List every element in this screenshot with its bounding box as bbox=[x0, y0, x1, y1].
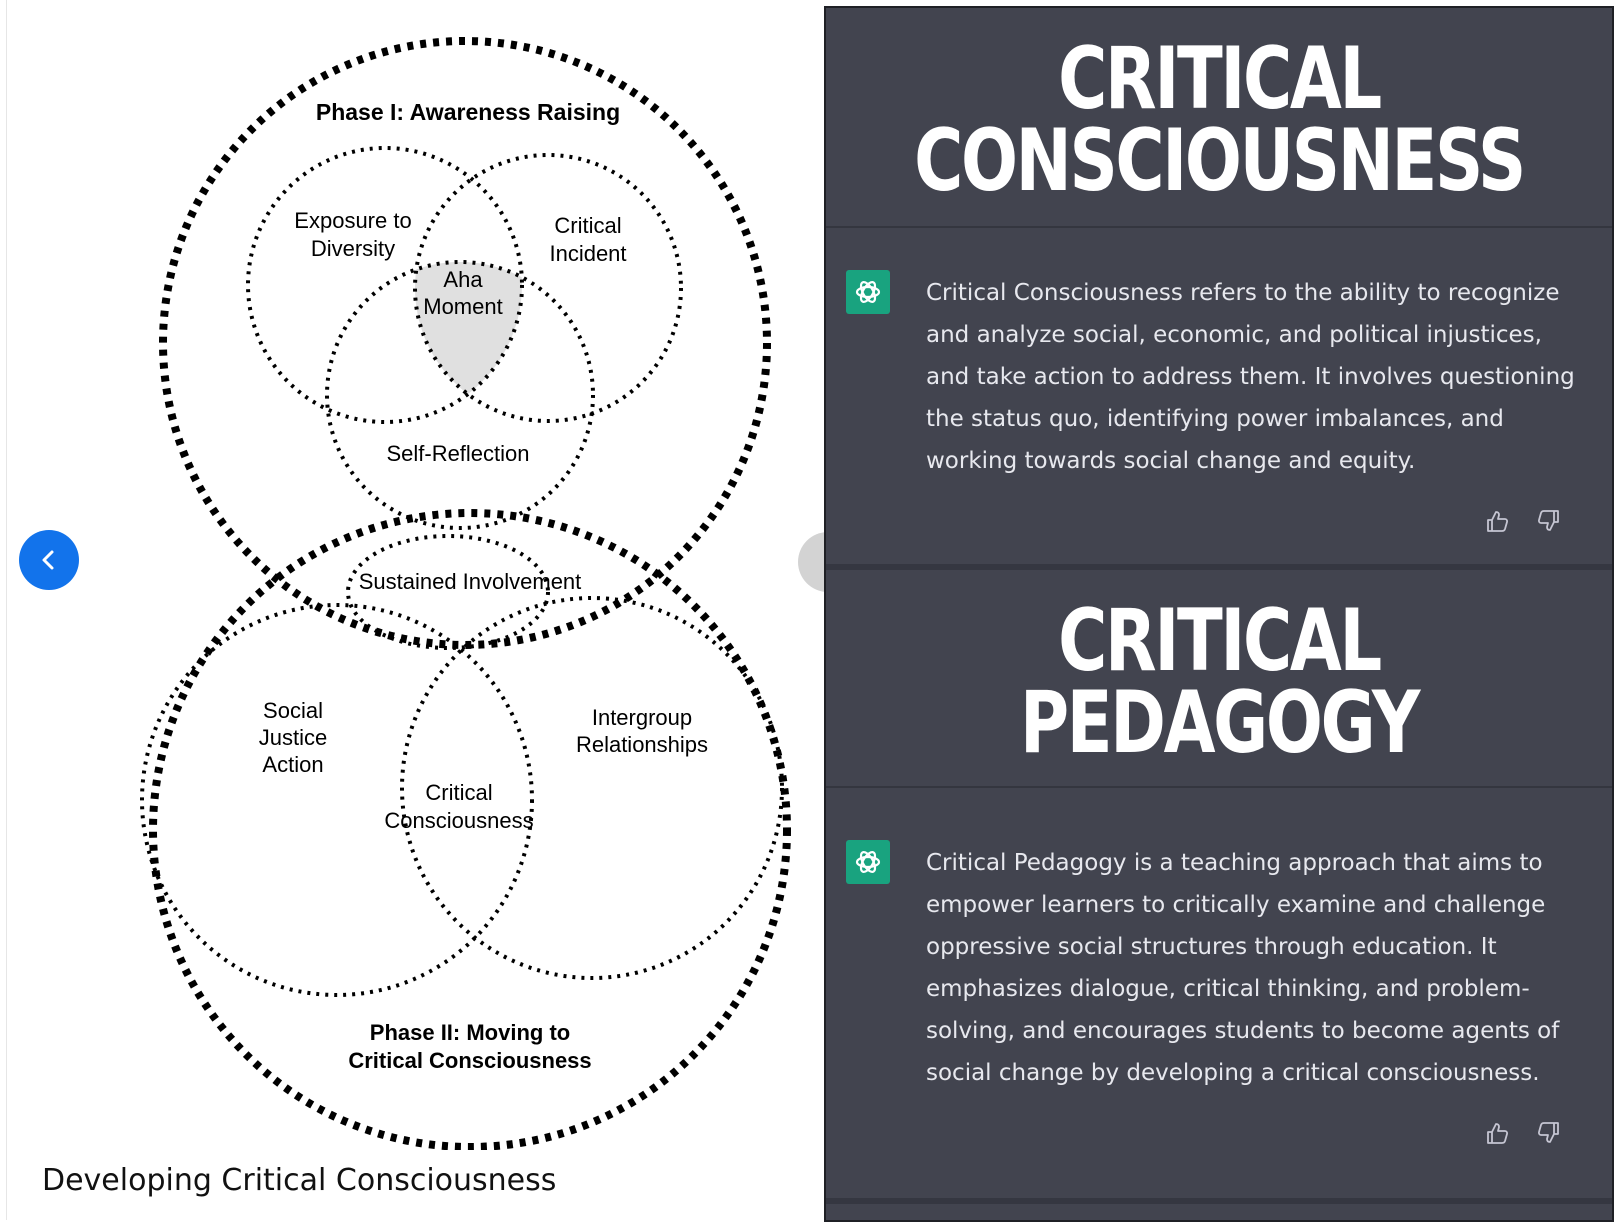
critical-incident-circle bbox=[413, 153, 683, 423]
sustained-involvement-circle bbox=[346, 534, 550, 650]
card-separator bbox=[826, 564, 1612, 570]
self-reflection-circle bbox=[325, 260, 595, 530]
intergroup-label-2: Relationships bbox=[576, 732, 708, 757]
critical-consciousness-label-1: Critical bbox=[425, 780, 492, 805]
self-reflection-label: Self-Reflection bbox=[386, 441, 529, 466]
phase-2-title-1: Phase II: Moving to bbox=[370, 1020, 570, 1045]
critical-incident-label-2: Incident bbox=[549, 241, 626, 266]
exposure-circle bbox=[246, 146, 524, 424]
openai-logo-icon bbox=[855, 281, 881, 303]
thumbs-down-icon[interactable] bbox=[1536, 1120, 1562, 1146]
card-separator bbox=[826, 1198, 1612, 1204]
thumbs-down-icon[interactable] bbox=[1536, 508, 1562, 534]
card-1-title: CRITICAL CONSCIOUSNESS bbox=[914, 29, 1526, 211]
diagram-panel: Phase I: Awareness Raising Exposure to D… bbox=[6, 0, 828, 1220]
thumbs-up-icon[interactable] bbox=[1484, 508, 1510, 534]
venn-diagram: Phase I: Awareness Raising Exposure to D… bbox=[140, 37, 791, 1150]
chat-panel: CRITICAL CONSCIOUSNESS Critical Consciou… bbox=[824, 6, 1614, 1222]
social-justice-circle bbox=[140, 603, 534, 997]
critical-incident-label-1: Critical bbox=[554, 213, 621, 238]
sustained-involvement-label: Sustained Involvement bbox=[359, 569, 582, 594]
assistant-avatar bbox=[846, 840, 890, 884]
aha-label-1: Aha bbox=[443, 267, 483, 292]
assistant-message: Critical Consciousness refers to the abi… bbox=[926, 280, 1575, 474]
exposure-label-1: Exposure to bbox=[294, 208, 411, 233]
openai-logo-icon bbox=[855, 851, 881, 873]
social-justice-label-2: Justice bbox=[259, 725, 327, 750]
social-justice-label-3: Action bbox=[262, 752, 323, 777]
card-2-title: CRITICAL PEDAGOGY bbox=[1019, 591, 1420, 773]
thumbs-up-icon[interactable] bbox=[1484, 1120, 1510, 1146]
intergroup-label-1: Intergroup bbox=[592, 705, 692, 730]
card-1-title-divider bbox=[826, 226, 1612, 228]
social-justice-label-1: Social bbox=[263, 698, 323, 723]
assistant-message: Critical Pedagogy is a teaching approach… bbox=[926, 850, 1560, 1086]
critical-consciousness-label-2: Consciousness bbox=[384, 808, 533, 833]
diagram-caption: Developing Critical Consciousness bbox=[42, 1163, 557, 1198]
intergroup-circle bbox=[400, 596, 784, 980]
panel-edge bbox=[6, 0, 7, 1220]
phase-1-circle bbox=[159, 37, 771, 649]
previous-button[interactable] bbox=[19, 530, 79, 590]
aha-label-2: Moment bbox=[423, 294, 502, 319]
card-2-title-divider bbox=[826, 786, 1612, 788]
assistant-avatar bbox=[846, 270, 890, 314]
exposure-label-2: Diversity bbox=[311, 236, 395, 261]
phase-2-circle bbox=[149, 509, 791, 1150]
chevron-left-icon bbox=[42, 550, 54, 570]
phase-2-title-2: Critical Consciousness bbox=[348, 1048, 591, 1073]
phase-1-title: Phase I: Awareness Raising bbox=[316, 99, 620, 125]
